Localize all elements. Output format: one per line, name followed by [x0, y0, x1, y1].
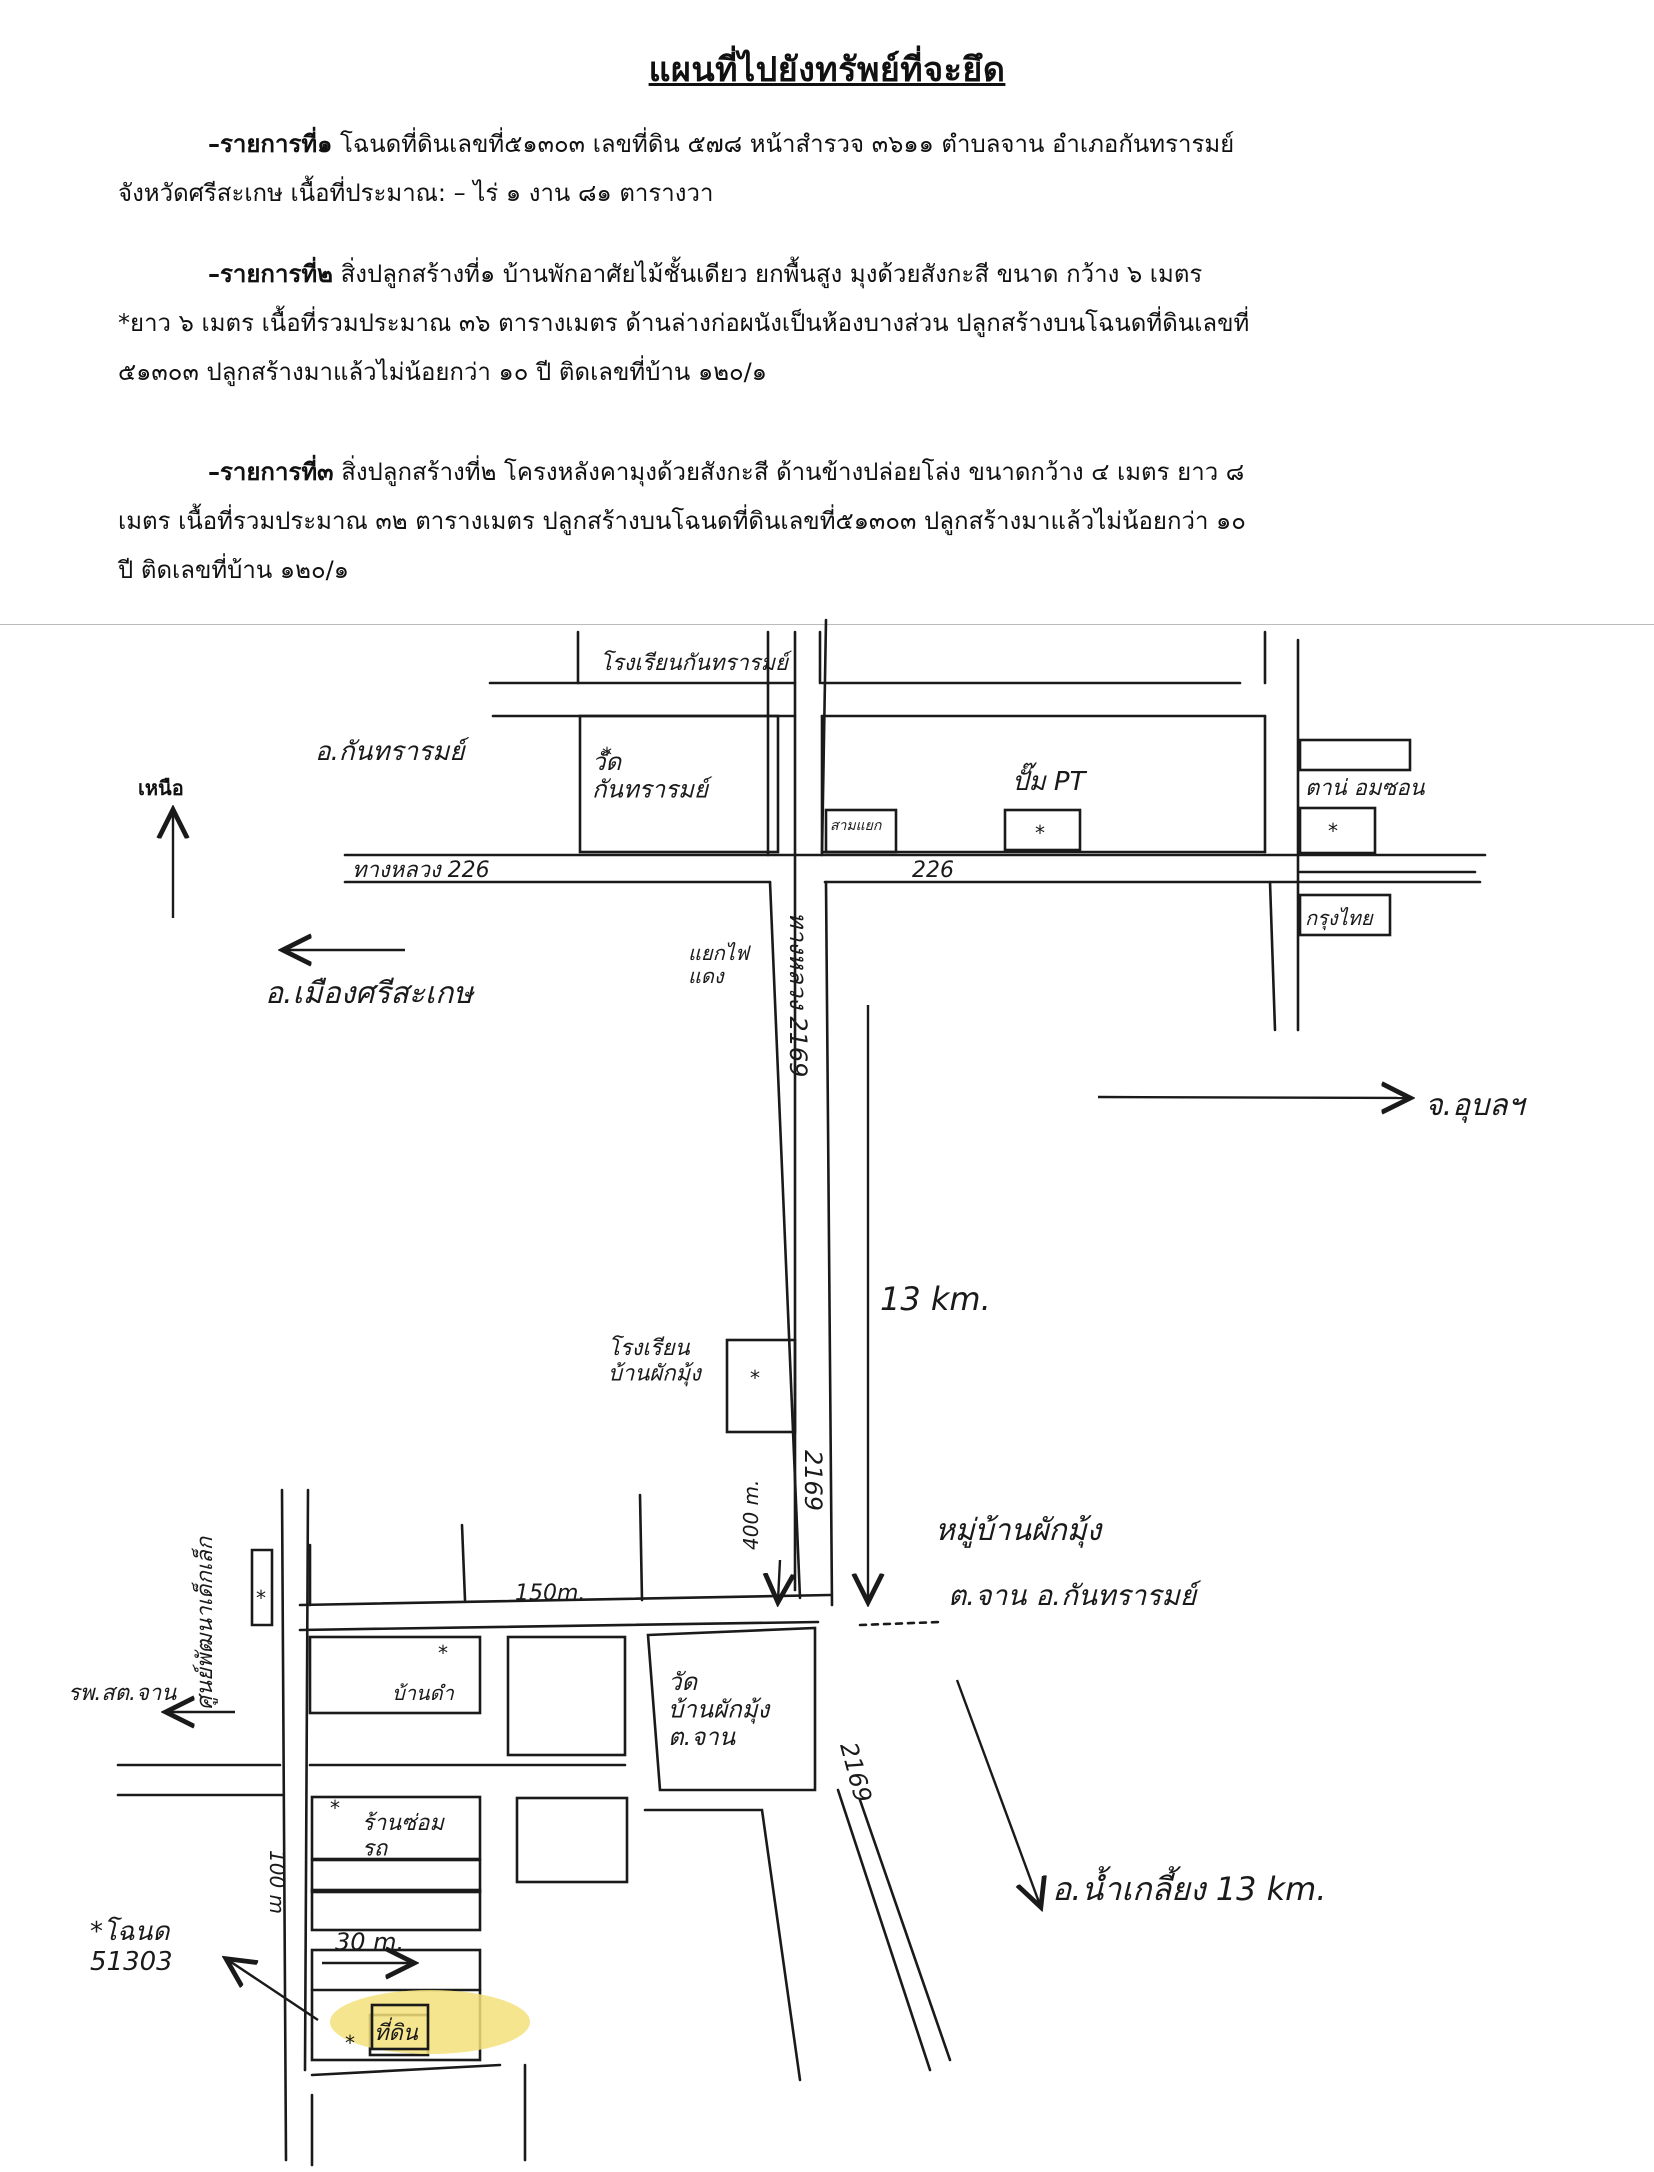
item-3-line3: ปี ติดเลขที่บ้าน ๑๒๐/๑ — [118, 556, 349, 584]
svg-text:*: * — [750, 1366, 760, 1390]
label-shop-bottom: ร้านซ่อมรถ — [362, 1811, 445, 1861]
svg-text:*: * — [345, 2031, 355, 2055]
item-1-label: –รายการที่๑ — [208, 130, 333, 158]
label-hospital: รพ.สต.จาน — [68, 1681, 177, 1706]
item-1: –รายการที่๑ โฉนดที่ดินเลขที่๕๑๓๐๓ เลขที่… — [118, 120, 1548, 218]
hand-drawn-map: เหนือ โรงเรียนกันทรารมย์ อ.กันทรารมย์ วั… — [68, 618, 1528, 2167]
item-3-label: –รายการที่๓ — [208, 458, 334, 486]
label-hwy-right: 226 — [912, 858, 954, 883]
label-house-a: บ้านดำ — [392, 1681, 455, 1705]
item-2-label: –รายการที่๒ — [208, 260, 333, 288]
label-100m: 100 m — [265, 1850, 289, 1914]
svg-text:*: * — [1035, 821, 1045, 845]
label-30m: 30 m. — [335, 1928, 404, 1956]
svg-text:*: * — [256, 1586, 266, 1610]
label-village-sub: ต.จาน อ.กันทรารมย์ — [948, 1579, 1202, 1612]
label-village: หมู่บ้านผักมุ้ง — [935, 1513, 1103, 1548]
label-temple-top: วัดกันทรารมย์ — [592, 748, 713, 804]
item-2-line2: *ยาว ๖ เมตร เนื้อที่รวมประมาณ ๓๖ ตารางเม… — [118, 309, 1250, 337]
svg-text:*: * — [330, 1796, 340, 1820]
item-1-line2: จังหวัดศรีสะเกษ เนื้อที่ประมาณ: – ไร่ ๑ … — [118, 179, 714, 207]
label-hwy-left: ทางหลวง 226 — [352, 858, 490, 883]
label-junction: แยกไฟแดง — [688, 941, 752, 988]
label-pump: ปั๊ม PT — [1012, 762, 1088, 797]
label-district-top: อ.กันทรารมย์ — [315, 737, 469, 767]
star-markers: * * * * * * * * — [256, 743, 1338, 2055]
label-krungthai: กรุงไทย — [1305, 906, 1374, 931]
item-3: –รายการที่๓ สิ่งปลูกสร้างที่๒ โครงหลังคา… — [118, 448, 1548, 595]
item-2-line3: ๕๑๓๐๓ ปลูกสร้างมาแล้วไม่น้อยกว่า ๑๐ ปี ต… — [118, 358, 767, 386]
label-shop-right: ตาน่ อมซอน — [1305, 776, 1426, 801]
label-to-east: จ.อุบลฯ — [1425, 1088, 1528, 1123]
label-school-mid: โรงเรียนบ้านผักมุ้ง — [608, 1335, 703, 1386]
label-13km: 13 km. — [880, 1280, 991, 1318]
label-400: 400 m. — [739, 1480, 763, 1550]
label-2169-mid: 2169 — [799, 1450, 827, 1511]
item-2: –รายการที่๒ สิ่งปลูกสร้างที่๑ บ้านพักอาศ… — [118, 250, 1548, 397]
arrow-deed — [228, 1960, 319, 2021]
arrow-400 — [778, 1559, 780, 1600]
svg-text:*: * — [1328, 819, 1338, 843]
direction-arrows — [168, 812, 1408, 2021]
label-target: ที่ดิน — [374, 2017, 419, 2046]
label-health-left: ศูนย์พัฒนาเด็กเล็ก — [191, 1535, 218, 1710]
label-small-box: สามแยก — [830, 818, 883, 834]
map-labels: เหนือ โรงเรียนกันทรารมย์ อ.กันทรารมย์ วั… — [68, 650, 1528, 2046]
page-title: แผนที่ไปยังทรัพย์ที่จะยึด — [648, 50, 1006, 90]
svg-text:*: * — [438, 1641, 448, 1665]
item-2-line1: สิ่งปลูกสร้างที่๑ บ้านพักอาศัยไม้ชั้นเดี… — [332, 260, 1203, 288]
label-temple-bottom: วัดบ้านผักมุ้งต.จาน — [668, 1668, 772, 1751]
label-road-vertical: ทางหลวง 2169 — [784, 912, 812, 1077]
north-label: เหนือ — [138, 776, 184, 800]
item-1-line1: โฉนดที่ดินเลขที่๕๑๓๐๓ เลขที่ดิน ๕๗๘ หน้า… — [332, 130, 1235, 158]
item-3-line2: เมตร เนื้อที่รวมประมาณ ๓๒ ตารางเมตร ปลูก… — [118, 507, 1246, 535]
target-highlight — [330, 1990, 530, 2054]
svg-text:*: * — [602, 743, 612, 767]
label-school-top: โรงเรียนกันทรารมย์ — [600, 650, 793, 676]
item-3-line1: สิ่งปลูกสร้างที่๒ โครงหลังคามุงด้วยสังกะ… — [333, 458, 1245, 486]
road-lines — [116, 618, 1487, 2167]
arrow-to-south — [955, 1679, 1040, 1905]
label-150m: 150m. — [515, 1581, 585, 1606]
label-to-sisaket: อ.เมืองศรีสะเกษ — [265, 976, 475, 1011]
label-to-south: อ.น้ำเกลี้ยง 13 km. — [1052, 1866, 1326, 1908]
target-box — [370, 2003, 430, 2051]
arrow-to-east — [1097, 1097, 1408, 1098]
